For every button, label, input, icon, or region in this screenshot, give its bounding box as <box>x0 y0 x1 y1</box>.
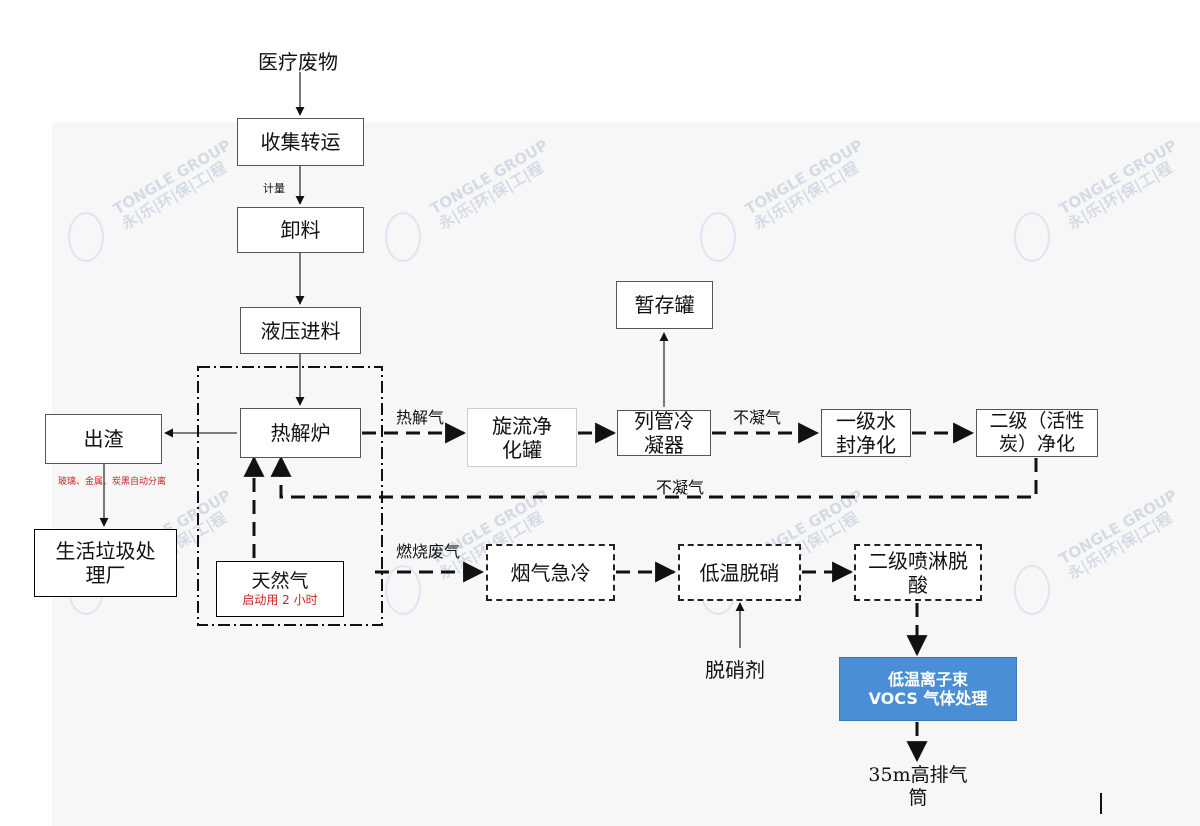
node-denitration-agent: 脱硝剂 <box>705 658 765 682</box>
label-metering: 计量 <box>263 182 285 195</box>
pyrolysis-unit-boundary <box>197 366 383 626</box>
node-water-seal-purifier: 一级水封净化 <box>821 409 911 457</box>
node-low-temp-denitration: 低温脱硝 <box>678 544 801 601</box>
node-spray-deacidification: 二级喷淋脱酸 <box>854 544 982 601</box>
node-temp-storage-tank: 暂存罐 <box>616 281 713 329</box>
watermark-logo-icon <box>700 212 736 262</box>
node-pyrolysis-furnace: 热解炉 <box>240 408 361 458</box>
ion-beam-line1: 低温离子束 <box>887 669 968 689</box>
label-noncondensable-return: 不凝气 <box>656 478 705 497</box>
node-cyclone-purifier: 旋流净化罐 <box>467 408 577 467</box>
node-collect-transport: 收集转运 <box>237 118 364 166</box>
label-combustion-exhaust: 燃烧废气 <box>396 542 461 561</box>
label-pyrolysis-gas: 热解气 <box>396 408 445 427</box>
node-natural-gas: 天然气 启动用 2 小时 <box>216 561 344 617</box>
watermark-logo-icon <box>385 565 421 615</box>
node-domestic-waste-plant: 生活垃圾处理厂 <box>34 529 177 597</box>
node-tube-condenser: 列管冷凝器 <box>617 409 711 457</box>
node-activated-carbon-purifier: 二级（活性炭）净化 <box>976 409 1098 457</box>
node-unload: 卸料 <box>237 207 364 253</box>
ion-beam-line2: VOCS 气体处理 <box>868 689 988 708</box>
node-flue-gas-quench: 烟气急冷 <box>486 544 615 601</box>
node-medical-waste: 医疗废物 <box>258 50 338 74</box>
label-slag-note: 玻璃、金属、炭黑自动分离 <box>58 477 167 487</box>
node-ion-beam-vocs: 低温离子束 VOCS 气体处理 <box>839 657 1017 721</box>
watermark-logo-icon <box>68 212 104 262</box>
natural-gas-label: 天然气 <box>251 570 309 593</box>
node-slag-discharge: 出渣 <box>45 414 162 464</box>
node-hydraulic-feed: 液压进料 <box>240 307 361 354</box>
label-noncondensable-gas: 不凝气 <box>733 408 782 427</box>
watermark-logo-icon <box>385 212 421 262</box>
node-exhaust-stack: 35m高排气筒 <box>868 764 968 809</box>
watermark-logo-icon <box>1014 565 1050 615</box>
watermark-logo-icon <box>1014 212 1050 262</box>
natural-gas-note: 启动用 2 小时 <box>242 593 318 608</box>
